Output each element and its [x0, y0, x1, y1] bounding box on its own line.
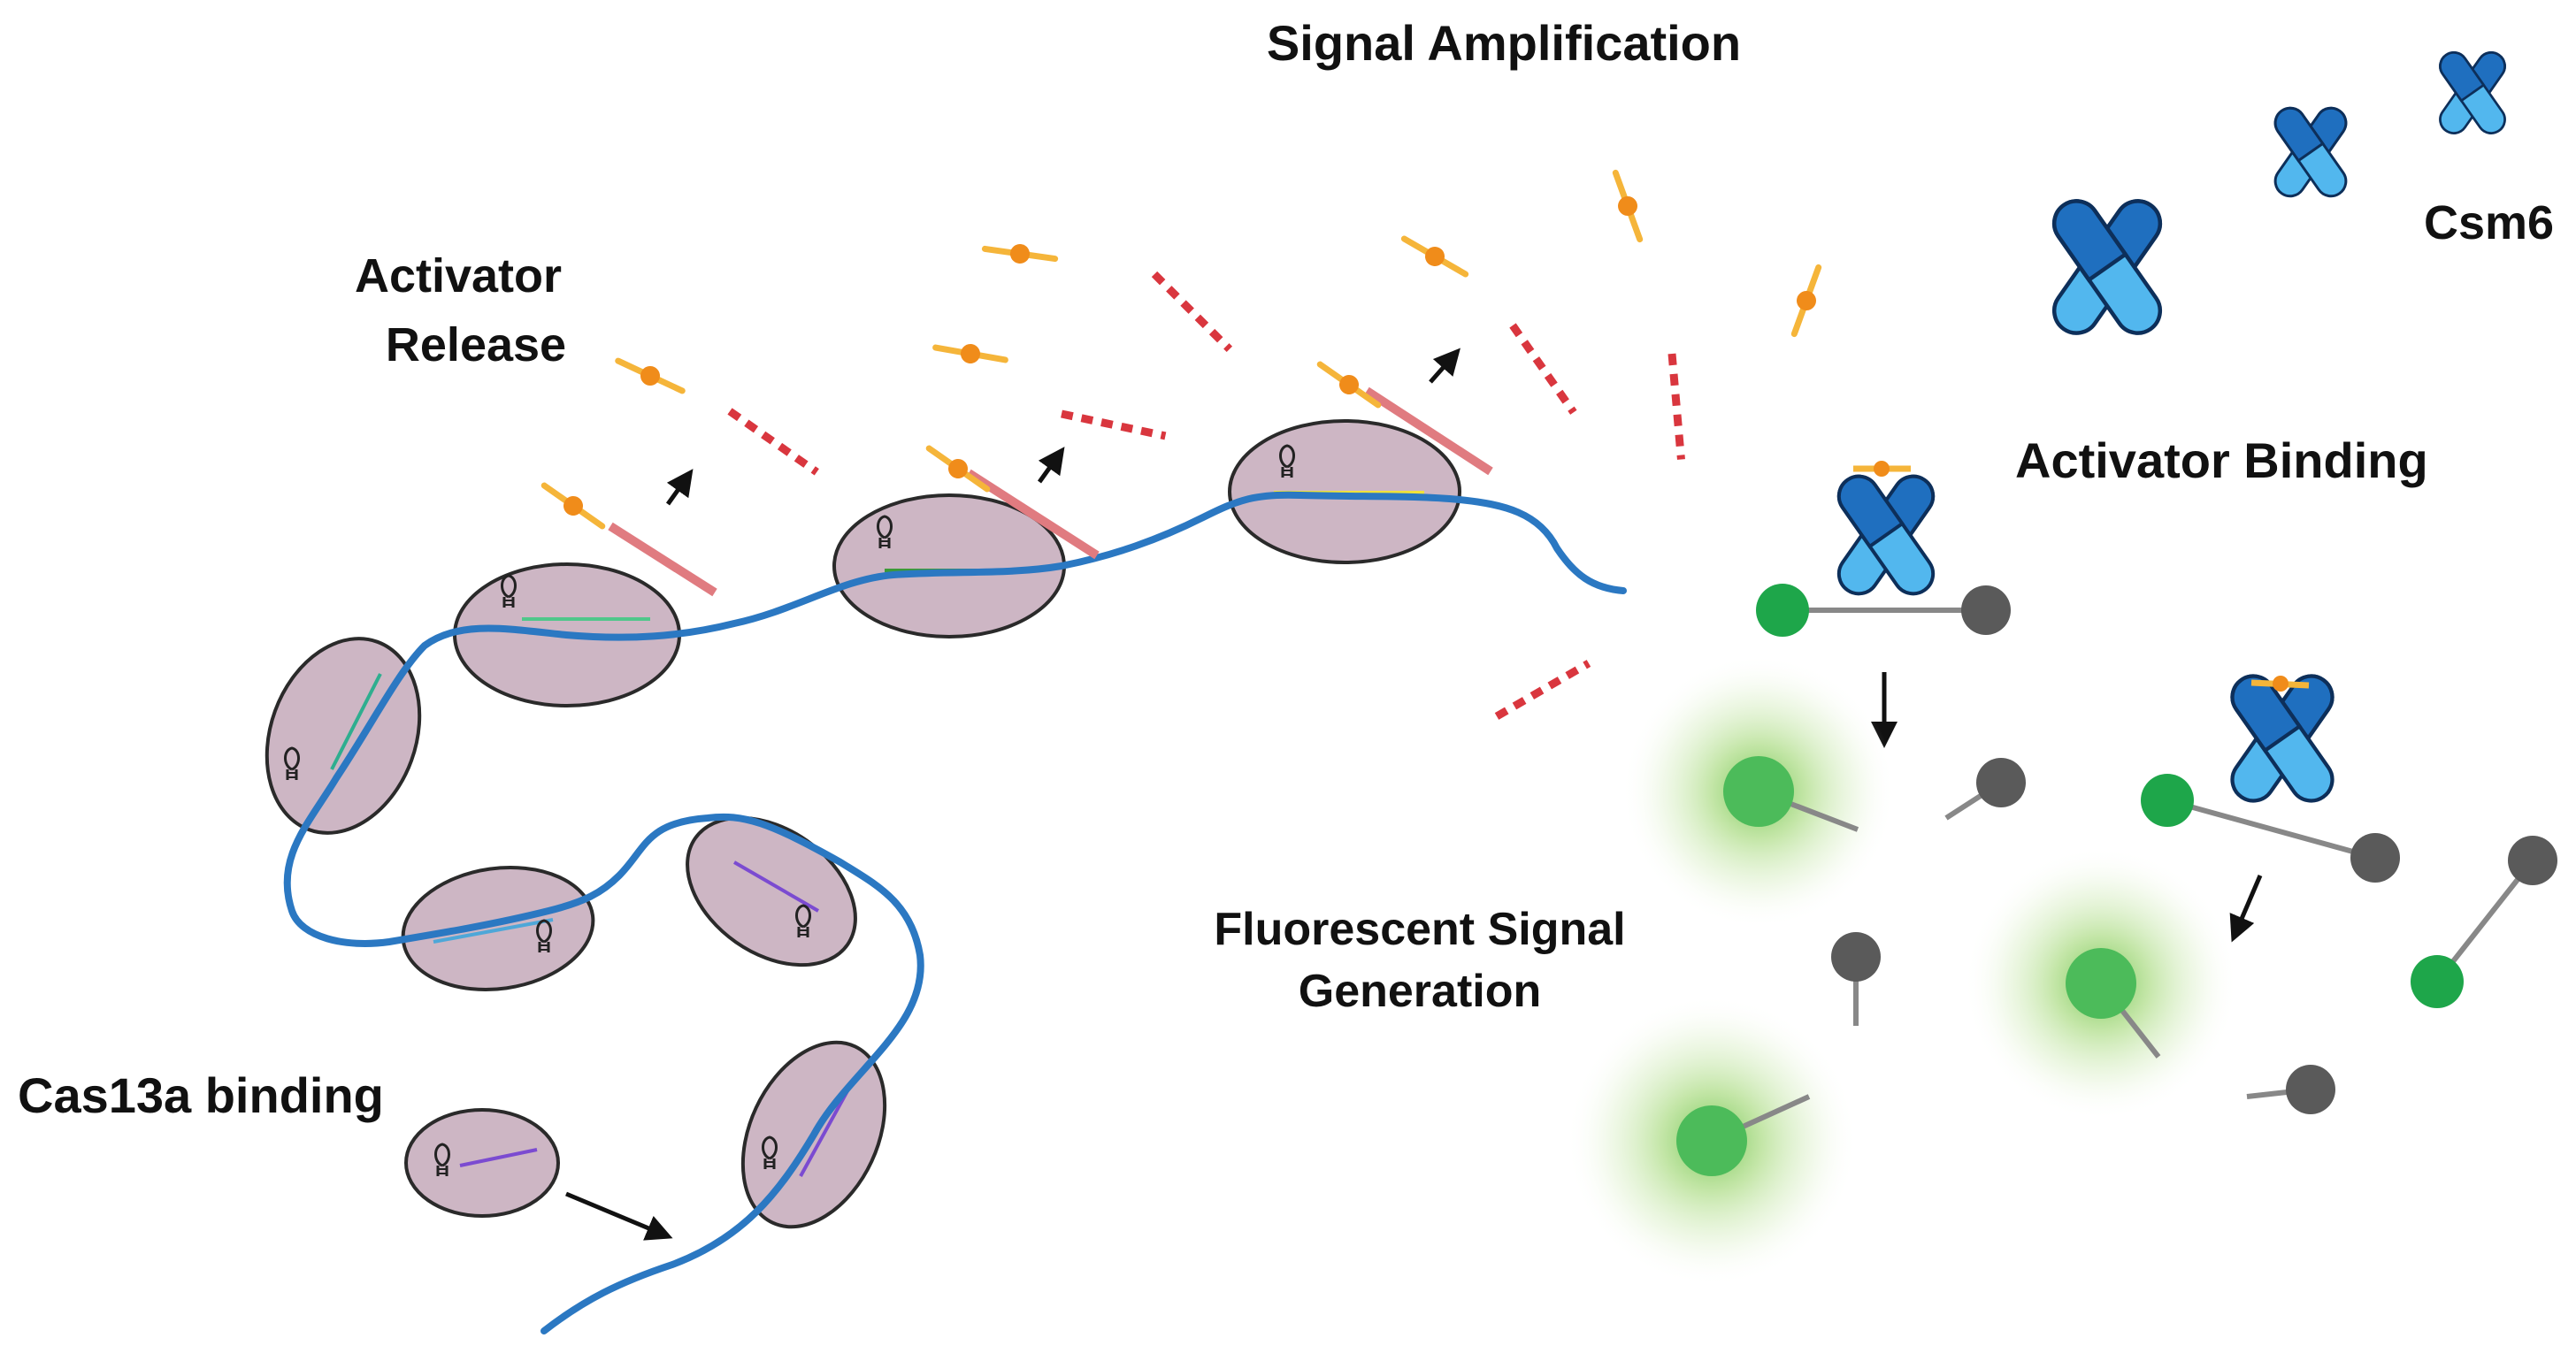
- activator-release-label-line1: Activator: [355, 249, 562, 302]
- cas13a-bound-4: [264, 637, 422, 835]
- csm6-label: Csm6: [2424, 196, 2554, 249]
- released-rna-fragments: [730, 274, 1681, 716]
- activator-molecules: [539, 170, 1828, 534]
- cas13a-bound-7: [1228, 419, 1461, 564]
- fluorescent-signal-label-line1: Fluorescent Signal: [1214, 904, 1625, 955]
- target-rna-strand: [283, 491, 1627, 1334]
- fluorescent-glows: [1566, 654, 2238, 1287]
- cas13a-free: [404, 1108, 560, 1218]
- csm6-proteins: [2045, 45, 2511, 341]
- release-arrows: [565, 348, 2263, 1241]
- activator-release-label-line2: Release: [386, 318, 566, 371]
- fluorescent-signal-label-line2: Generation: [1299, 966, 1542, 1017]
- reporter-probes: [1676, 584, 2557, 1176]
- activated-csm6: [1831, 461, 2341, 809]
- signal-amplification-label: Signal Amplification: [1267, 15, 1741, 71]
- activator-binding-label: Activator Binding: [2015, 432, 2428, 488]
- cleavage-fragments: [608, 386, 1493, 597]
- cas13a-bound-3: [401, 866, 595, 991]
- cas13a-bound-2: [686, 815, 857, 967]
- cas13a-binding-label: Cas13a binding: [18, 1067, 384, 1123]
- cas13a-complexes: [264, 419, 1461, 1229]
